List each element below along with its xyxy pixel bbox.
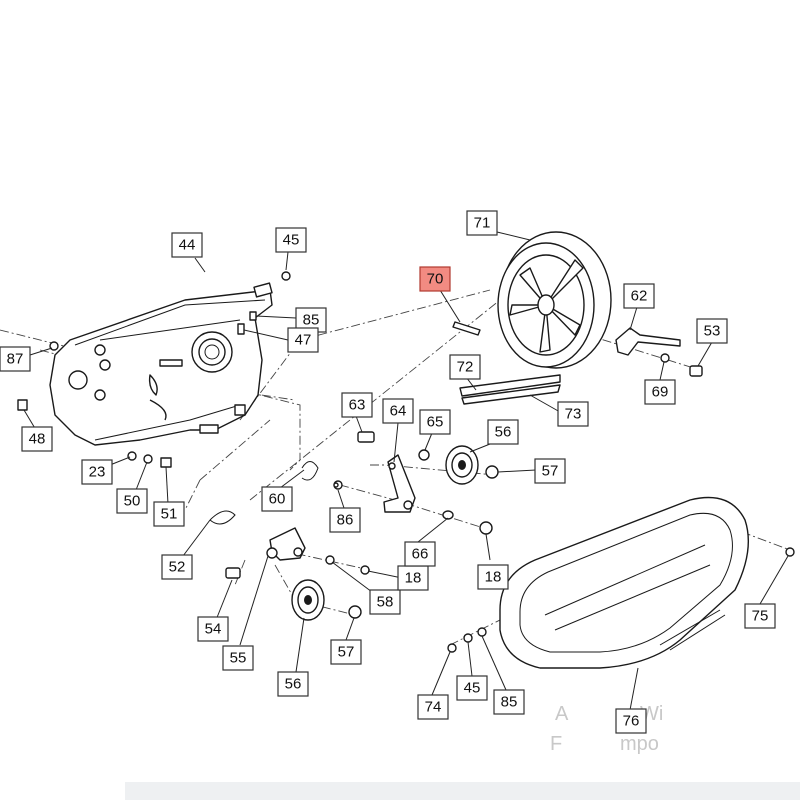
svg-text:56: 56 (285, 676, 302, 693)
svg-text:65: 65 (427, 414, 444, 431)
svg-text:63: 63 (349, 397, 366, 414)
svg-text:47: 47 (295, 332, 312, 349)
callout-85-bottom[interactable]: 85 (493, 689, 525, 715)
callout-18-left[interactable]: 18 (397, 565, 429, 591)
svg-text:48: 48 (29, 431, 46, 448)
svg-text:62: 62 (631, 288, 648, 305)
callout-64[interactable]: 64 (382, 398, 414, 424)
svg-text:60: 60 (269, 491, 286, 508)
callout-65[interactable]: 65 (419, 409, 451, 435)
callout-44[interactable]: 44 (171, 232, 203, 258)
svg-text:56: 56 (495, 424, 512, 441)
svg-text:71: 71 (474, 215, 491, 232)
idler-arm-assembly (301, 431, 499, 535)
callout-55[interactable]: 55 (222, 645, 254, 671)
svg-text:45: 45 (283, 232, 300, 249)
svg-text:50: 50 (124, 493, 141, 510)
belt-guide-72 (459, 374, 561, 397)
svg-text:86: 86 (337, 512, 354, 529)
callout-63[interactable]: 63 (341, 392, 373, 418)
svg-text:57: 57 (338, 644, 355, 661)
callout-18-right[interactable]: 18 (477, 564, 509, 590)
callout-62[interactable]: 62 (623, 283, 655, 309)
callout-54[interactable]: 54 (197, 616, 229, 642)
nut-87 (49, 341, 59, 351)
svg-text:70: 70 (427, 271, 444, 288)
svg-text:53: 53 (704, 323, 721, 340)
right-bracket (615, 327, 703, 377)
screw-47 (237, 323, 245, 335)
pin-70 (452, 321, 481, 336)
svg-text:74: 74 (425, 699, 442, 716)
svg-text:18: 18 (405, 570, 422, 587)
callout-76[interactable]: 76 (615, 708, 647, 734)
callout-73[interactable]: 73 (557, 401, 589, 427)
callout-57-lower[interactable]: 57 (330, 639, 362, 665)
callout-87[interactable]: 87 (0, 346, 31, 372)
callout-51[interactable]: 51 (153, 501, 185, 527)
callout-50[interactable]: 50 (116, 488, 148, 514)
svg-text:45: 45 (464, 680, 481, 697)
nut-45-top (281, 271, 291, 281)
svg-text:66: 66 (412, 546, 429, 563)
svg-text:A: A (555, 703, 569, 725)
svg-text:87: 87 (7, 351, 24, 368)
callout-53[interactable]: 53 (696, 318, 728, 344)
bottom-scroll-bar (125, 782, 800, 800)
main-pulley-assembly (452, 231, 612, 405)
svg-text:55: 55 (230, 650, 247, 667)
svg-text:73: 73 (565, 406, 582, 423)
svg-text:44: 44 (179, 237, 196, 254)
svg-text:64: 64 (390, 403, 407, 420)
callout-56-upper[interactable]: 56 (487, 419, 519, 445)
callout-56-lower[interactable]: 56 (277, 671, 309, 697)
callout-52[interactable]: 52 (161, 554, 193, 580)
callout-60[interactable]: 60 (261, 486, 293, 512)
belt-guide-73 (461, 384, 561, 405)
callout-75[interactable]: 75 (744, 603, 776, 629)
svg-text:52: 52 (169, 559, 186, 576)
svg-text:85: 85 (303, 312, 320, 329)
clip-85-top (249, 311, 257, 321)
callout-57-upper[interactable]: 57 (534, 458, 566, 484)
nut-50 (143, 454, 153, 464)
svg-text:F: F (550, 733, 562, 755)
svg-text:23: 23 (89, 464, 106, 481)
leader-lines (23, 231, 789, 711)
svg-text:76: 76 (623, 713, 640, 730)
chain-case-inner (49, 282, 273, 446)
bolt-48 (17, 399, 28, 411)
callout-23[interactable]: 23 (81, 459, 113, 485)
callout-74[interactable]: 74 (417, 694, 449, 720)
svg-text:54: 54 (205, 621, 222, 638)
callout-47[interactable]: 47 (287, 327, 319, 353)
callout-45-bottom[interactable]: 45 (456, 675, 488, 701)
chain-case-cover (447, 496, 795, 669)
callout-48[interactable]: 48 (21, 426, 53, 452)
svg-text:69: 69 (652, 384, 669, 401)
callout-69[interactable]: 69 (644, 379, 676, 405)
callout-70[interactable]: 70 (419, 266, 451, 292)
bolt-51 (160, 457, 172, 468)
idler-bracket-assembly (209, 510, 370, 621)
svg-text:18: 18 (485, 569, 502, 586)
callout-58[interactable]: 58 (369, 589, 401, 615)
callout-66[interactable]: 66 (404, 541, 436, 567)
svg-text:51: 51 (161, 506, 178, 523)
washer-23 (127, 451, 137, 461)
callouts: 44 45 85 47 87 48 23 50 51 52 54 55 56 5… (0, 210, 776, 734)
svg-text:58: 58 (377, 594, 394, 611)
svg-text:57: 57 (542, 463, 559, 480)
left-hardware (17, 271, 291, 468)
svg-text:85: 85 (501, 694, 518, 711)
callout-72[interactable]: 72 (449, 354, 481, 380)
callout-45-top[interactable]: 45 (275, 227, 307, 253)
callout-86[interactable]: 86 (329, 507, 361, 533)
callout-71[interactable]: 71 (466, 210, 498, 236)
svg-text:72: 72 (457, 359, 474, 376)
svg-text:mpo: mpo (620, 733, 659, 755)
svg-text:75: 75 (752, 608, 769, 625)
